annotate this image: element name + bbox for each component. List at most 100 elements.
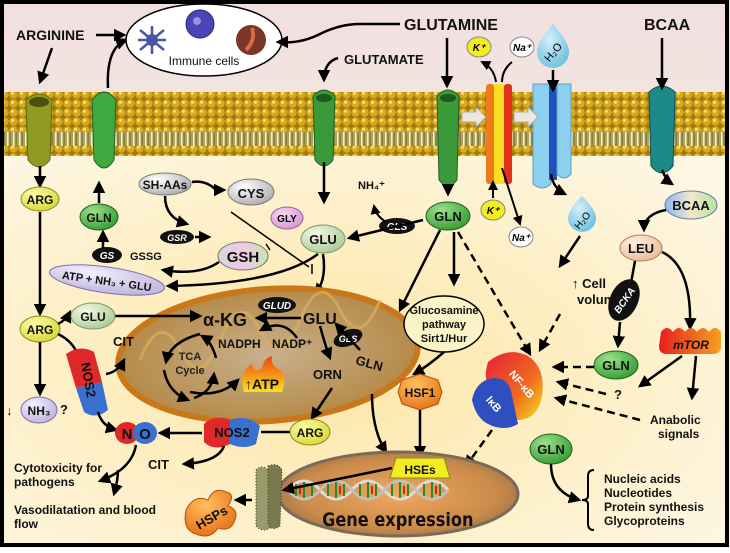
svg-text:HSF1: HSF1	[405, 386, 436, 400]
output-item: Nucleotides	[604, 486, 672, 500]
flow-arrow-icon	[461, 105, 487, 129]
cytotoxicity-label-1: Cytotoxicity for	[14, 461, 102, 475]
bcka-enzyme: BCKA	[608, 279, 640, 321]
cell-volume-label-1: ↑ Cell	[572, 276, 606, 291]
svg-text:mTOR: mTOR	[673, 338, 709, 352]
mtor-node: mTOR	[659, 328, 721, 354]
glutamine-outputs-list: Nucleic acids Nucleotides Protein synthe…	[604, 472, 704, 528]
gln-mito-label: GLN	[354, 353, 384, 375]
gsr-enzyme: GSR	[160, 230, 194, 244]
hses-element: HSEs	[389, 457, 451, 479]
arg-node-bottom: ARG	[289, 418, 331, 446]
svg-text:CYS: CYS	[238, 186, 265, 201]
svg-text:GLUD: GLUD	[263, 301, 291, 312]
glud-enzyme: GLUD	[258, 297, 296, 313]
svg-text:GLN: GLN	[86, 211, 111, 225]
gln-node-right: GLN	[593, 350, 639, 380]
arginine-transporter	[25, 93, 53, 168]
nadph-label: NADPH	[218, 337, 261, 351]
svg-text:pathway: pathway	[422, 319, 467, 331]
glu-node-left: GLU	[70, 302, 116, 330]
svg-text:GSH: GSH	[227, 249, 260, 266]
hsp-chaperone-icon	[255, 464, 283, 531]
svg-text:GLN: GLN	[602, 358, 629, 373]
arg-node-top: ARG	[20, 186, 60, 212]
svg-text:ARG: ARG	[297, 426, 324, 440]
glutamine-label: GLUTAMINE	[404, 17, 498, 34]
anabolic-signals-label-1: Anabolic	[650, 413, 701, 427]
glu-mito-label: GLU	[303, 311, 337, 328]
svg-text:SH-AAs: SH-AAs	[143, 178, 188, 192]
svg-text:NOS2: NOS2	[214, 425, 249, 440]
arg-node-mid: ARG	[19, 315, 61, 343]
nf-kb-complex: NF-κB IκB	[472, 352, 543, 428]
gsh-node: GSH	[217, 241, 269, 271]
k-ion-intracellular: K⁺	[480, 199, 506, 221]
cit-top-label: CIT	[113, 334, 134, 349]
vasodilatation-label-2: flow	[14, 517, 39, 531]
svg-text:Na⁺: Na⁺	[513, 43, 533, 54]
svg-text:BCAA: BCAA	[672, 198, 710, 213]
gssg-label: GSSG	[130, 251, 162, 263]
gly-node: GLY	[270, 206, 304, 230]
gln-node-bottom: GLN	[529, 433, 573, 465]
na-ion-extracellular: Na⁺	[509, 36, 535, 58]
svg-text:NH₃: NH₃	[28, 404, 51, 418]
aquaporin	[532, 83, 572, 189]
svg-text:ARG: ARG	[27, 323, 54, 337]
svg-text:Sirt1/Hur: Sirt1/Hur	[421, 333, 468, 345]
bcaa-node: BCAA	[664, 190, 718, 220]
svg-text:Na⁺: Na⁺	[512, 233, 532, 244]
nitric-oxide: N O	[115, 422, 157, 444]
svg-text:Cycle: Cycle	[175, 365, 204, 377]
k-ion-extracellular: K⁺	[466, 36, 492, 58]
gs-enzyme: GS	[92, 247, 122, 263]
glutamate-transporter	[312, 89, 336, 167]
glutamate-label: GLUTAMATE	[344, 52, 424, 67]
hsf1-node: HSF1	[397, 373, 443, 411]
output-item: Glycoproteins	[604, 514, 685, 528]
glutamine-export-transporter	[91, 91, 117, 169]
dna-helix-icon	[286, 479, 450, 501]
bracket	[581, 469, 595, 531]
svg-text:HSEs: HSEs	[404, 463, 436, 477]
nos2-horizontal: NOS2	[204, 417, 260, 448]
svg-text:Glucosamine: Glucosamine	[409, 305, 478, 317]
unknown-signal-label: ?	[614, 387, 622, 402]
svg-text:GLU: GLU	[80, 310, 105, 324]
svg-text:K⁺: K⁺	[487, 206, 501, 217]
svg-text:ARG: ARG	[27, 193, 54, 207]
nh3-question: ?	[60, 402, 68, 417]
flow-arrow-icon	[513, 105, 539, 129]
svg-text:GSR: GSR	[167, 233, 187, 243]
nh3-node: NH₃	[20, 396, 58, 424]
svg-text:GS: GS	[100, 251, 115, 262]
svg-text:O: O	[139, 426, 151, 443]
output-item: Nucleic acids	[604, 472, 681, 486]
output-item: Protein synthesis	[604, 500, 704, 514]
svg-text:GLN: GLN	[434, 209, 461, 224]
water-drop-intracellular-icon: H₂O	[568, 196, 596, 232]
vasodilatation-label-1: Vasodilatation and blood	[14, 503, 156, 517]
cit-bottom-label: CIT	[148, 457, 169, 472]
decrease-arrow-icon: ↓	[6, 403, 13, 418]
svg-text:K⁺: K⁺	[473, 43, 487, 54]
water-drop-icon: H₂O	[537, 24, 569, 68]
bcaa-transporter	[648, 85, 676, 174]
anabolic-signals-label-2: signals	[658, 427, 700, 441]
immune-cells: Immune cells	[125, 3, 283, 77]
gln-node-center: GLN	[425, 201, 471, 231]
immune-cells-label: Immune cells	[169, 54, 240, 68]
svg-text:GLS: GLS	[339, 334, 358, 344]
orn-label: ORN	[313, 367, 342, 382]
nh4-label: NH₄⁺	[358, 180, 385, 192]
gln-node-left: GLN	[79, 203, 119, 231]
lymphocyte-icon	[185, 9, 215, 39]
alpha-kg-label: α-KG	[203, 310, 247, 330]
svg-text:LEU: LEU	[628, 241, 654, 256]
cytotoxicity-label-2: pathogens	[14, 475, 75, 489]
svg-text:GLY: GLY	[277, 214, 297, 225]
svg-text:NOS2: NOS2	[78, 361, 99, 398]
cys-node: CYS	[227, 178, 275, 206]
